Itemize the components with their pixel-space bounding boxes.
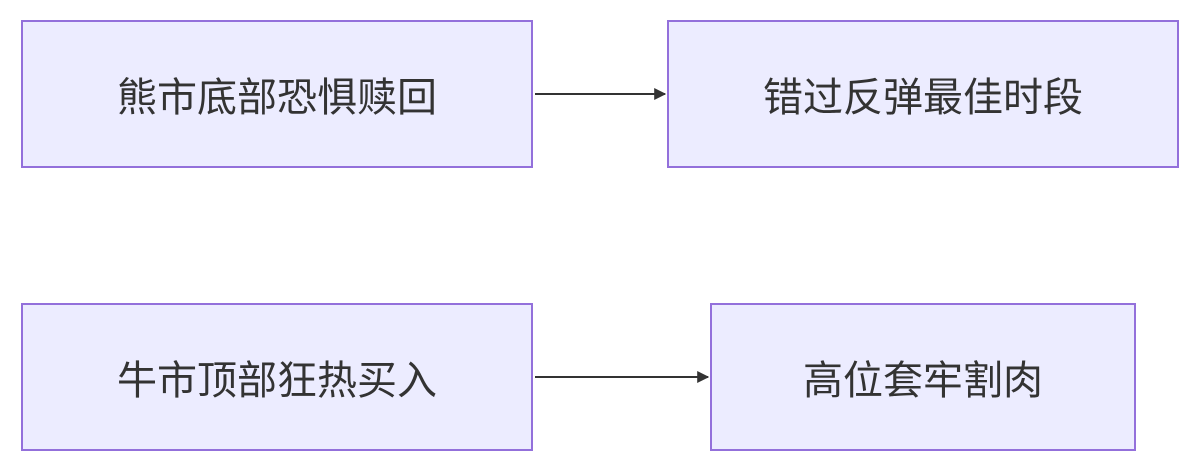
node-bull-market-buying[interactable]: 牛市顶部狂热买入 — [21, 303, 533, 451]
node-label: 错过反弹最佳时段 — [763, 75, 1083, 121]
node-trapped-cut-loss[interactable]: 高位套牢割肉 — [710, 303, 1136, 451]
node-missed-rebound[interactable]: 错过反弹最佳时段 — [667, 20, 1179, 168]
node-label: 熊市底部恐惧赎回 — [117, 75, 437, 121]
node-bear-market-redemption[interactable]: 熊市底部恐惧赎回 — [21, 20, 533, 168]
node-label: 牛市顶部狂热买入 — [117, 358, 437, 404]
node-label: 高位套牢割肉 — [803, 358, 1043, 404]
